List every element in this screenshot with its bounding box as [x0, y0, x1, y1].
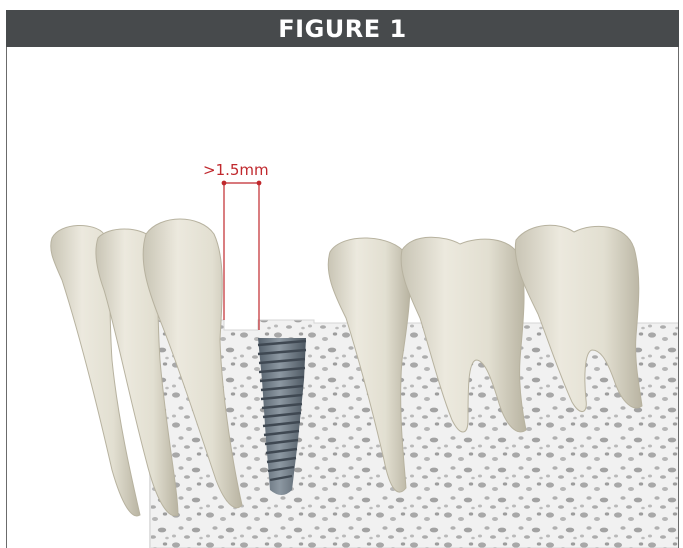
measurement-label: >1.5mm: [203, 161, 283, 179]
dental-illustration: [7, 47, 678, 548]
figure-header: FIGURE 1: [6, 10, 679, 47]
figure-title: FIGURE 1: [278, 15, 406, 43]
frame-border-right: [678, 47, 679, 548]
measurement-indicator: [222, 181, 261, 330]
